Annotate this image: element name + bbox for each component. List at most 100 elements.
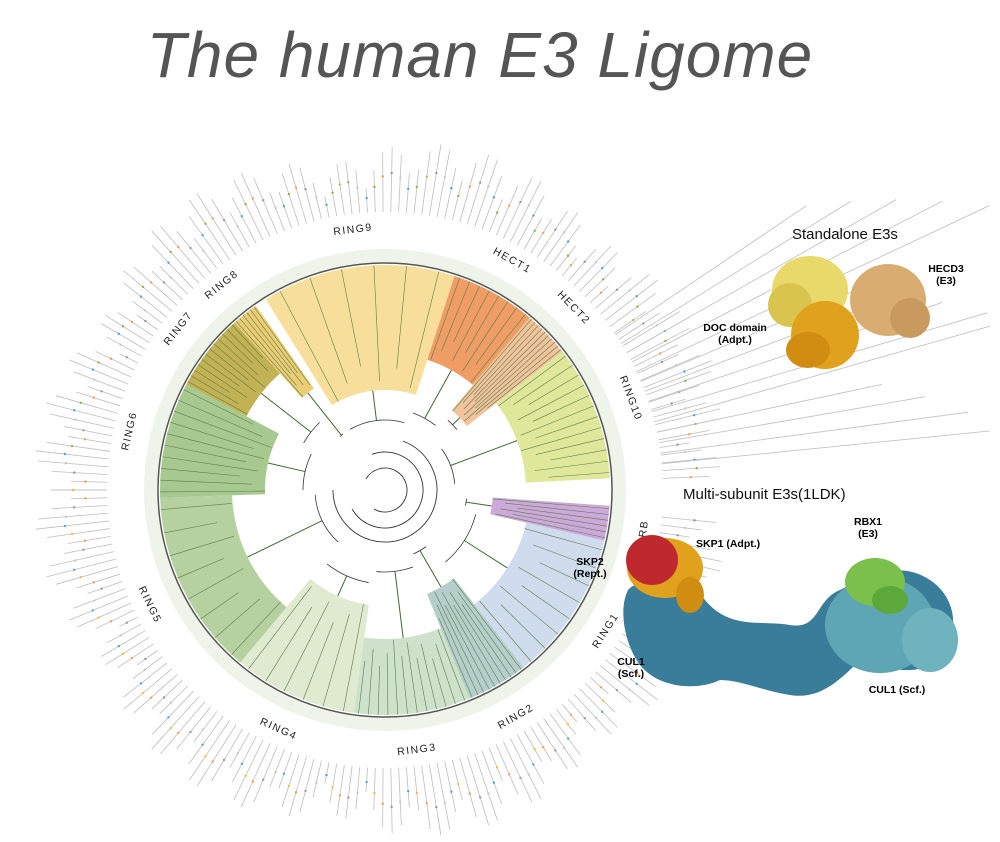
annotation-spike <box>124 669 172 710</box>
annotation-spike <box>374 768 375 810</box>
annotation-dot <box>365 197 367 199</box>
annotation-spike <box>46 403 115 421</box>
annotation-spike <box>289 164 306 223</box>
annotation-spike <box>391 147 392 212</box>
annotation-spike <box>574 246 611 286</box>
annotation-spike <box>406 767 409 807</box>
annotation-spike <box>600 275 649 315</box>
annotation-spike <box>212 729 243 781</box>
annotation-dot <box>347 797 349 799</box>
annotation-dot <box>528 204 530 206</box>
hecd3-name: HECD3 <box>928 263 964 275</box>
annotation-dot <box>283 773 285 775</box>
annotation-dot <box>84 438 86 440</box>
annotation-dot <box>635 295 637 297</box>
annotation-dot <box>150 696 152 698</box>
annotation-spike <box>282 754 299 807</box>
annotation-dot <box>74 559 76 561</box>
annotation-dot <box>119 343 121 345</box>
annotation-dot <box>237 225 239 227</box>
annotation-dot <box>93 599 95 601</box>
annotation-spike <box>120 354 138 363</box>
annotation-dot <box>601 267 603 269</box>
doc-domain-name: DOC domain <box>703 322 767 334</box>
annotation-spike <box>289 757 306 816</box>
annotation-spike <box>662 467 719 471</box>
annotation-dot <box>202 728 204 730</box>
annotation-spike <box>76 574 120 588</box>
annotation-dot <box>532 214 534 216</box>
clade-label-ring3: RING3 <box>397 741 438 758</box>
annotation-dot <box>435 806 437 808</box>
annotation-dot <box>71 533 73 535</box>
annotation-dot <box>126 621 128 623</box>
annotation-spike <box>337 765 344 816</box>
annotation-dot <box>567 737 569 739</box>
annotation-dot <box>325 774 327 776</box>
hecd3-role: (E3) <box>936 275 956 287</box>
annotation-spike <box>452 760 462 800</box>
annotation-dot <box>390 172 392 174</box>
annotation-spike <box>482 751 502 805</box>
annotation-dot <box>339 183 341 185</box>
annotation-spike <box>524 731 542 762</box>
annotation-dot <box>223 759 225 761</box>
standalone-heading: Standalone E3s <box>792 226 898 243</box>
cul1-left-label: CUL1 (Scf.) <box>606 656 656 680</box>
annotation-spike <box>152 231 199 283</box>
annotation-dot <box>382 802 384 804</box>
annotation-spike <box>282 173 299 226</box>
annotation-spike <box>76 392 120 406</box>
skp2-name: SKP2 <box>576 556 603 568</box>
annotation-spike <box>152 697 199 749</box>
annotation-spike <box>134 675 177 713</box>
annotation-spike <box>663 476 710 478</box>
annotation-dot <box>169 727 171 729</box>
annotation-ray <box>661 412 968 453</box>
annotation-dot <box>554 228 556 230</box>
annotation-dot <box>684 451 686 453</box>
annotation-dot <box>122 653 124 655</box>
annotation-spike <box>194 711 217 741</box>
clade-label-ring5: RING5 <box>136 584 164 625</box>
annotation-dot <box>201 744 203 746</box>
annotation-spike <box>270 749 285 787</box>
annotation-dot <box>122 325 124 327</box>
annotation-dot <box>659 352 661 354</box>
annotation-dot <box>144 658 146 660</box>
annotation-spike <box>574 694 611 734</box>
annotation-dot <box>642 322 644 324</box>
annotation-dot <box>570 264 572 266</box>
annotation-dot <box>189 731 191 733</box>
annotation-spike <box>422 151 430 214</box>
annotation-dot <box>508 773 510 775</box>
annotation-ray <box>657 384 882 432</box>
annotation-dot <box>131 321 133 323</box>
skp2-role: (Rept.) <box>573 568 606 580</box>
annotation-dot <box>201 234 203 236</box>
annotation-dot <box>600 686 602 688</box>
annotation-dot <box>163 281 165 283</box>
annotation-spike <box>77 353 131 377</box>
annotation-spike <box>152 271 183 300</box>
annotation-dot <box>295 187 297 189</box>
annotation-spike <box>414 766 419 810</box>
annotation-dot <box>170 701 172 703</box>
annotation-dot <box>288 785 290 787</box>
annotation-dot <box>479 181 481 183</box>
annotation-spike <box>437 763 450 829</box>
annotation-dot <box>93 581 95 583</box>
annotation-spike <box>64 544 112 554</box>
annotation-dot <box>533 748 535 750</box>
clade-label-ring9: RING9 <box>333 221 374 238</box>
annotation-dot <box>542 746 544 748</box>
annotation-dot <box>110 620 112 622</box>
annotation-dot <box>563 747 565 749</box>
annotation-spike <box>614 311 645 333</box>
doc-domain-role: (Adpt.) <box>718 334 752 346</box>
annotation-spike <box>107 337 142 356</box>
clade-label-hect2: HECT2 <box>555 289 593 328</box>
annotation-dot <box>252 197 254 199</box>
annotation-spike <box>212 199 243 251</box>
annotation-dot <box>426 175 428 177</box>
